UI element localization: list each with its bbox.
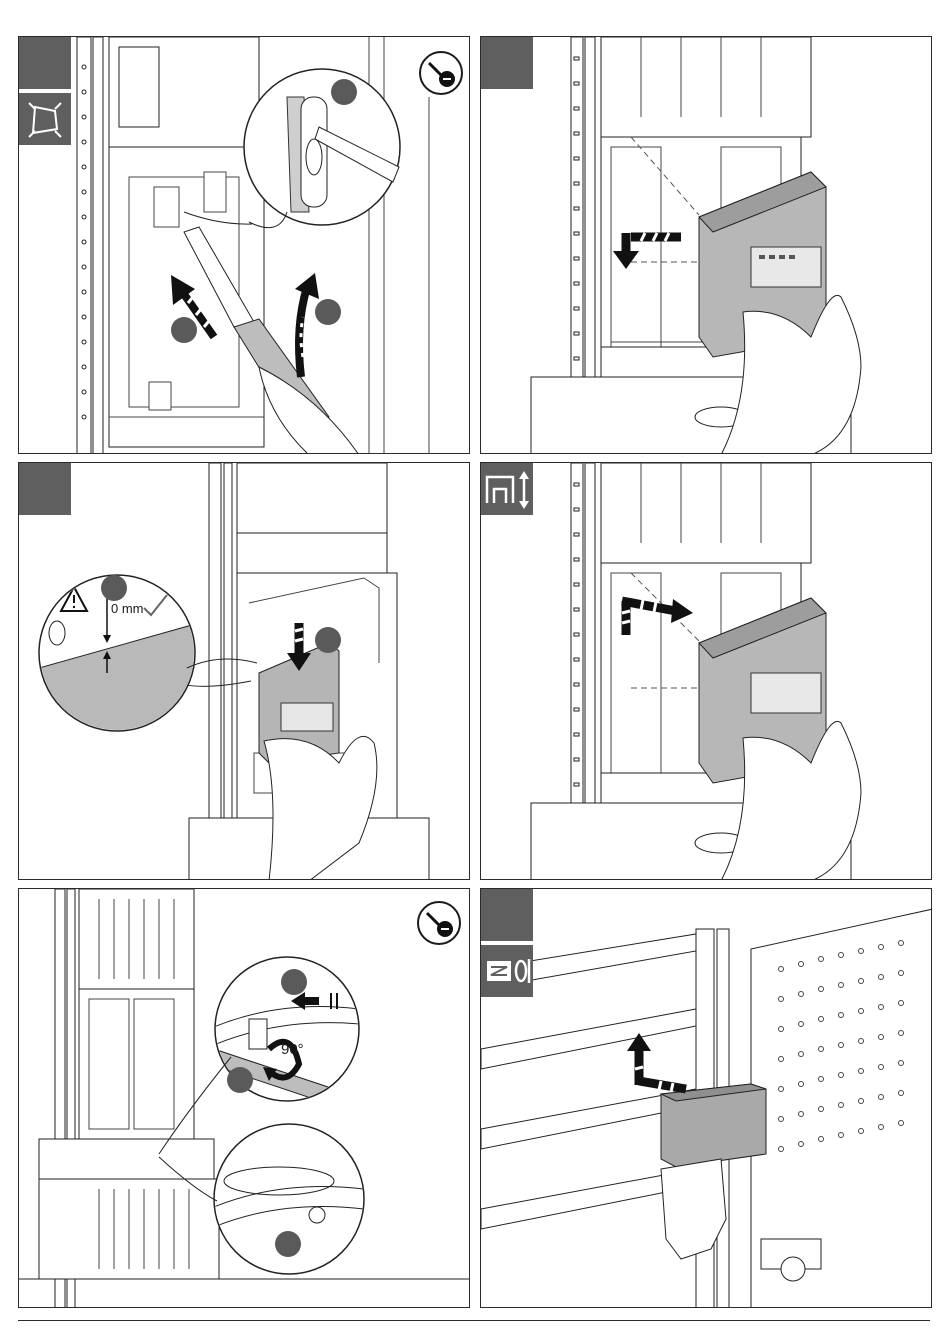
panel-5-illustration [19,889,470,1308]
callout-number-dot [315,299,341,325]
panel-1-illustration [19,37,470,454]
callout-number-dot [275,1231,301,1257]
callout-number-dot [315,627,341,653]
screwdriver-flat-icon [419,51,463,95]
instruction-panel-4 [480,462,932,880]
instruction-panel-5: 90° [18,888,470,1308]
step-number-tab [19,37,71,89]
panel-4-illustration [481,463,932,880]
warning-triangle-icon [59,587,89,613]
instruction-panel-2 [480,36,932,454]
rotation-angle-label: 90° [281,1041,304,1058]
panel-6-illustration [481,889,932,1308]
callout-number-dot [331,79,357,105]
gap-measurement-label: 0 mm [111,601,144,616]
page-bottom-rule [18,1320,930,1321]
callout-number-dot [101,575,127,601]
step-number-tab [481,889,533,941]
step-number-tab [481,37,533,89]
panel-3-illustration [19,463,470,880]
rail-lock-icon [481,945,533,997]
instruction-panel-3: 0 mm [18,462,470,880]
screwdriver-flat-icon [417,901,461,945]
height-adjust-icon [481,463,533,515]
step-number-tab [19,463,71,515]
callout-number-dot [227,1067,253,1093]
instruction-panel-6 [480,888,932,1308]
callout-number-dot [281,969,307,995]
instruction-panel-1 [18,36,470,454]
callout-number-dot [171,317,197,343]
panel-2-illustration [481,37,932,454]
